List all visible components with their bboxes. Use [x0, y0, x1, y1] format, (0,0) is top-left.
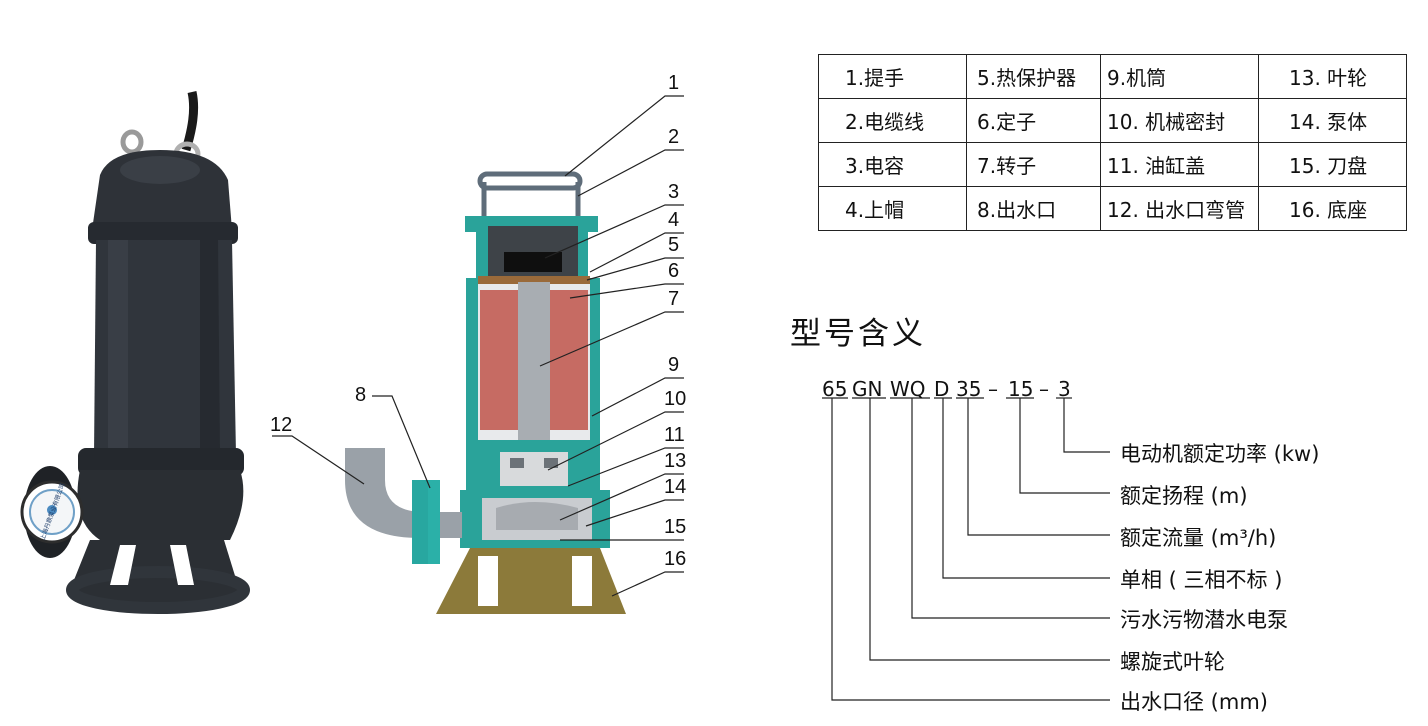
- callout-9: 9: [668, 354, 680, 376]
- model-segment: 35: [956, 377, 982, 401]
- callout-8: 8: [355, 384, 367, 406]
- callout-6: 6: [668, 260, 680, 282]
- callout-15: 15: [664, 516, 687, 538]
- table-cell: 16. 底座: [1258, 186, 1407, 231]
- table-row: 2.电缆线 6.定子 10. 机械密封 14. 泵体: [818, 98, 1407, 143]
- table-cell: 13. 叶轮: [1258, 54, 1407, 99]
- callout-1: 1: [668, 72, 680, 94]
- table-cell: 4.上帽: [818, 186, 967, 231]
- model-title: 型号含义: [790, 316, 926, 352]
- callout-5: 5: [668, 234, 680, 256]
- callout-4: 4: [668, 209, 680, 231]
- table-cell: 9.机筒: [1100, 54, 1259, 99]
- table-cell: 11. 油缸盖: [1100, 142, 1259, 187]
- model-segment: 65: [822, 377, 848, 401]
- callout-2: 2: [668, 126, 680, 148]
- callout-16: 16: [664, 548, 687, 570]
- pump-cross-section: [345, 171, 626, 614]
- model-segment: 15: [1008, 377, 1034, 401]
- table-cell: 8.出水口: [966, 186, 1101, 231]
- table-cell: 2.电缆线: [818, 98, 967, 143]
- table-cell: 10. 机械密封: [1100, 98, 1259, 143]
- table-cell: 12. 出水口弯管: [1100, 186, 1259, 231]
- model-segment: WQ: [890, 377, 926, 401]
- callout-10: 10: [664, 388, 687, 410]
- meaning-type: 污水污物潜水电泵: [1120, 608, 1288, 632]
- callout-11: 11: [664, 424, 685, 446]
- callout-12: 12: [270, 414, 293, 436]
- table-row: 4.上帽 8.出水口 12. 出水口弯管 16. 底座: [818, 186, 1407, 231]
- table-row: 3.电容 7.转子 11. 油缸盖 15. 刀盘: [818, 142, 1407, 187]
- callout-14: 14: [664, 476, 687, 498]
- meaning-impeller: 螺旋式叶轮: [1120, 650, 1225, 674]
- table-cell: 7.转子: [966, 142, 1101, 187]
- meaning-outlet: 出水口径 (mm): [1120, 690, 1268, 714]
- meaning-power: 电动机额定功率 (kw): [1120, 442, 1320, 466]
- table-cell: 15. 刀盘: [1258, 142, 1407, 187]
- model-segment: GN: [852, 377, 883, 401]
- table-row: 1.提手 5.热保护器 9.机筒 13. 叶轮: [818, 54, 1407, 99]
- table-cell: 1.提手: [818, 54, 967, 99]
- table-cell: 5.热保护器: [966, 54, 1101, 99]
- callout-13: 13: [664, 450, 687, 472]
- table-cell: 14. 泵体: [1258, 98, 1407, 143]
- meaning-phase: 单相 ( 三相不标 ): [1120, 568, 1283, 592]
- meaning-flow: 额定流量 (m³/h): [1120, 526, 1277, 550]
- model-segment: –: [1039, 377, 1049, 401]
- model-bracket-lines: [822, 397, 1110, 701]
- callout-lines: [272, 95, 684, 597]
- model-segment: 3: [1058, 377, 1071, 401]
- callout-7: 7: [668, 288, 680, 310]
- callout-3: 3: [668, 181, 680, 203]
- table-cell: 6.定子: [966, 98, 1101, 143]
- pump-photo: [20, 91, 250, 614]
- model-segment: –: [988, 377, 998, 401]
- model-segment: D: [934, 377, 950, 401]
- meaning-head: 额定扬程 (m): [1120, 484, 1248, 508]
- parts-table: 1.提手 5.热保护器 9.机筒 13. 叶轮 2.电缆线 6.定子 10. 机…: [818, 54, 1407, 231]
- table-cell: 3.电容: [818, 142, 967, 187]
